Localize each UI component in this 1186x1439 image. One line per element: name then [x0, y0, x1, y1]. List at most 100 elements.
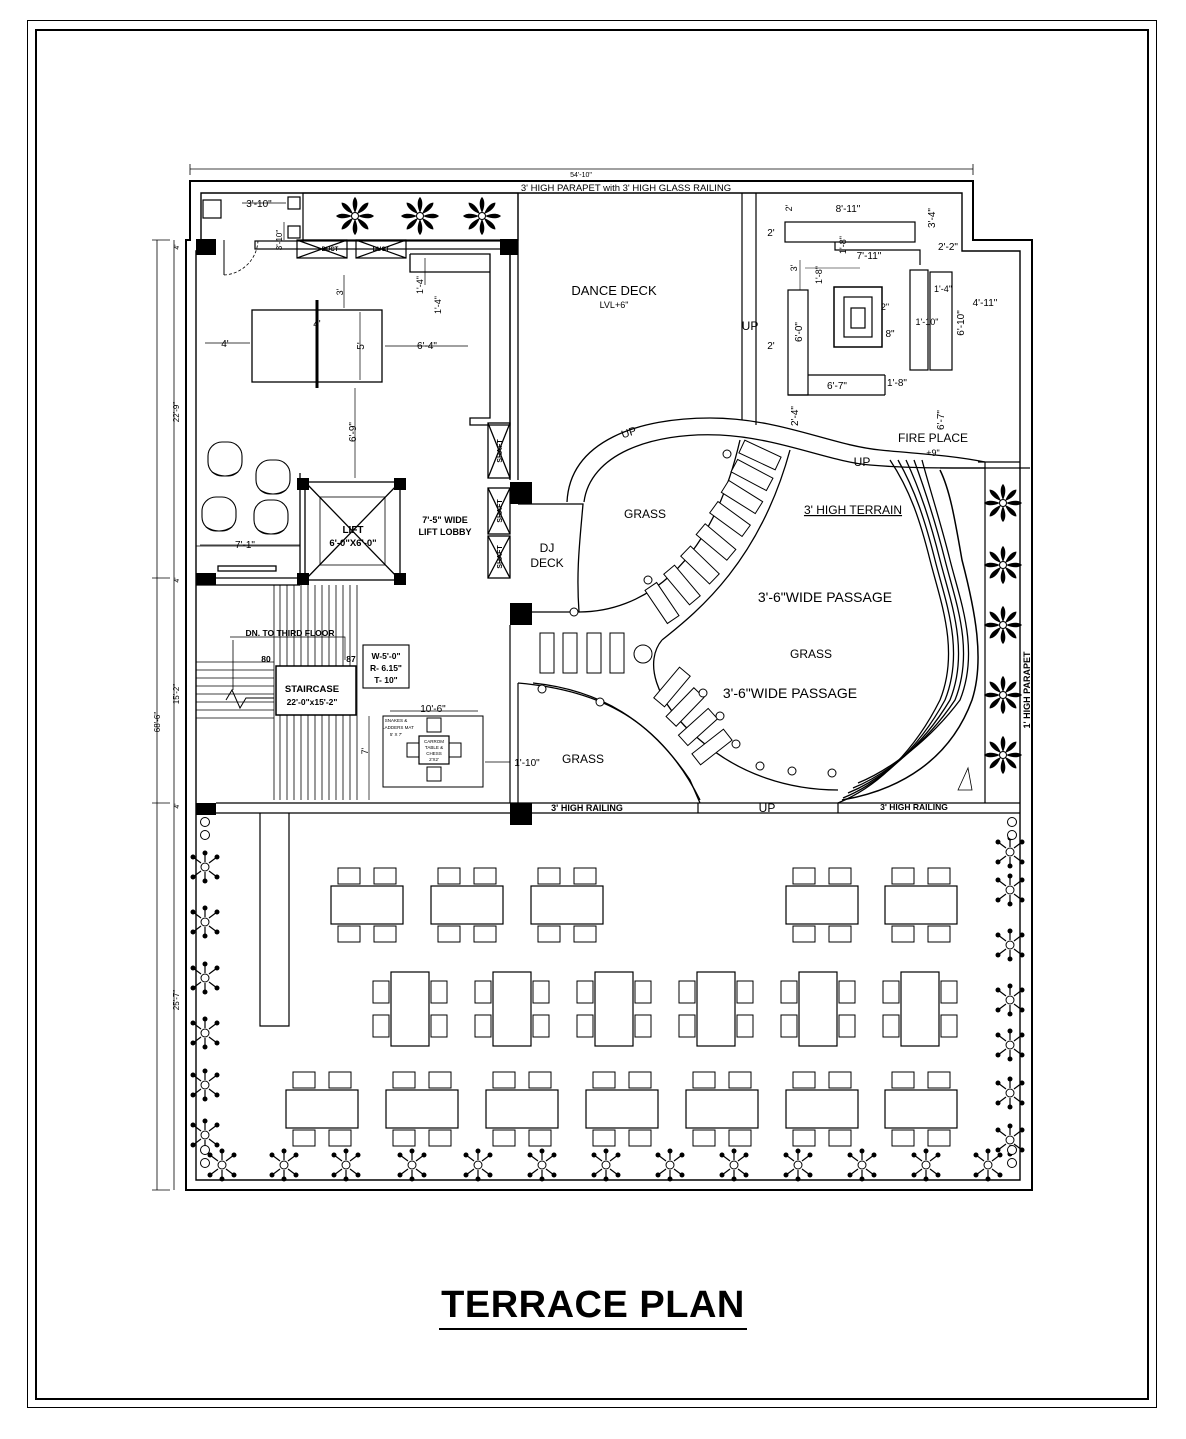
dim-text: 15'-2" [172, 684, 181, 705]
dim-text: 2' [767, 228, 775, 239]
label-snakes-3: 5' X 7' [390, 732, 402, 737]
planters-right [983, 483, 1023, 775]
label-dj-deck: DECK [530, 556, 563, 570]
label-down-third-floor: DN. TO THIRD FLOOR [245, 628, 334, 638]
drawing-title-text: TERRACE PLAN [439, 1284, 747, 1330]
dim-text: 4' [174, 577, 181, 582]
label-step-80: 80 [261, 654, 271, 664]
label-passage-upper: 3'-6"WIDE PASSAGE [758, 589, 892, 605]
corner-circles [200, 817, 1017, 1168]
label-fire-place: FIRE PLACE [898, 431, 968, 445]
fireplace-seating [784, 221, 953, 396]
dim-text: 3' [789, 264, 799, 271]
label-carrom-2: TABLE & [425, 745, 443, 750]
dim-text: 2'-4" [790, 406, 801, 426]
dim-text: 1'-8" [838, 236, 848, 254]
lobby-walls [196, 193, 519, 586]
label-passage-lower: 3'-6"WIDE PASSAGE [723, 685, 857, 701]
label-overall-width: 54'-10" [570, 172, 592, 179]
drawing-labels: 3' HIGH PARAPET with 3' HIGH GLASS RAILI… [245, 172, 1032, 815]
dim-text: 3'-10" [275, 230, 284, 251]
label-carrom-4: 2'X2' [429, 757, 439, 762]
dim-text: 1'-8" [814, 266, 824, 284]
label-railing-left: 3' HIGH RAILING [551, 803, 623, 813]
label-duct-2: DUCT [373, 247, 390, 253]
dim-text: 10'-6" [420, 704, 446, 715]
label-duct-1: DUCT [322, 247, 339, 253]
dim-text: 3'-10" [246, 199, 272, 210]
dimension-labels: 3'-10" 3'-10" 3' 1'-4" 1'-4" 4' 4' 5' 6'… [153, 199, 998, 1010]
label-dj: DJ [540, 541, 555, 555]
label-up-path: UP [620, 425, 638, 441]
dim-text: 1'-4" [415, 276, 425, 294]
railings [216, 193, 1030, 814]
dining-terrace [259, 813, 290, 1027]
dim-text: 1'-4" [433, 296, 443, 314]
sheet-border-inner [35, 29, 1149, 1400]
label-grass-right: GRASS [790, 647, 832, 661]
label-snakes-1: SNAKES & [385, 718, 408, 723]
dining-tables [285, 867, 958, 1147]
label-shaft-2: SHAFT [497, 499, 504, 523]
dim-text: 4' [221, 339, 229, 350]
label-parapet-top: 3' HIGH PARAPET with 3' HIGH GLASS RAILI… [521, 183, 731, 194]
dim-text: 7' [360, 747, 370, 754]
label-up-bottom: UP [759, 801, 776, 815]
label-dance-deck: DANCE DECK [571, 283, 657, 298]
dim-text: 4' [174, 803, 181, 808]
label-carrom-3: CHESS [426, 751, 442, 756]
label-lift-lobby-width: 7'-5" WIDE [422, 515, 467, 525]
lounge-chairs [201, 441, 291, 535]
label-lift-lobby: LIFT LOBBY [419, 527, 472, 537]
interior-dimension-lines [200, 202, 468, 546]
dimension-lines [152, 164, 974, 1191]
service-block [202, 192, 519, 276]
dim-text: 6'-7" [936, 410, 947, 430]
label-staircase: STAIRCASE [285, 684, 339, 695]
dim-text: 4' [313, 319, 321, 330]
columns [196, 239, 532, 825]
label-shaft-3: SHAFT [497, 545, 504, 569]
drawing-title: TERRACE PLAN [0, 1284, 1186, 1330]
label-railing-right: 3' HIGH RAILING [880, 802, 948, 812]
dim-text: 1'-4" [934, 284, 952, 294]
label-carrom-1: CARROM [424, 739, 444, 744]
label-lift: LIFT [342, 525, 363, 536]
dim-text: 6'-4" [417, 341, 437, 352]
dim-text: 6'-0" [794, 322, 805, 342]
label-fire-place-level: +9" [926, 448, 939, 458]
dim-text: 6'-9" [348, 422, 359, 442]
dim-text: 2" [881, 302, 889, 312]
dim-text: 3' [335, 288, 345, 295]
dim-text: 8'-11" [836, 204, 861, 215]
label-grass-lower: GRASS [562, 752, 604, 766]
dim-text: 2' [784, 204, 794, 211]
dim-text: 8" [885, 329, 895, 340]
dim-text: 2'-2" [938, 242, 958, 253]
dim-text: 1'-10" [514, 758, 540, 769]
label-staircase-size: 22'-0"x15'-2" [287, 697, 338, 707]
planters-top [335, 196, 502, 236]
label-stair-riser: R- 6.15" [370, 663, 402, 673]
dim-text: 5' [356, 342, 367, 350]
sheet-border-outer [27, 20, 1157, 1408]
dim-text: 1'-10" [916, 317, 939, 327]
dim-text: 7'-11" [857, 251, 882, 262]
dim-text: 4' [174, 244, 181, 249]
dim-text: 7'-1" [235, 540, 255, 551]
label-parapet-right: 1' HIGH PARAPET [1022, 651, 1032, 728]
dim-text: 68'-6" [153, 712, 162, 733]
dim-text: 25'-7" [172, 990, 181, 1011]
dim-text: 4'-11" [973, 298, 998, 309]
label-stair-width: W-5'-0" [371, 651, 400, 661]
dim-text: 2' [767, 341, 775, 352]
label-grass-upper: GRASS [624, 507, 666, 521]
dim-text: 22'-9" [172, 402, 181, 423]
label-step-87: 87 [346, 654, 356, 664]
dim-text: 6'-10" [956, 310, 967, 336]
garden-lights [537, 449, 837, 778]
label-dance-deck-level: LVL+6" [600, 300, 629, 310]
label-lift-size: 6'-0"X6'-0" [329, 538, 376, 549]
staircase [196, 585, 410, 800]
